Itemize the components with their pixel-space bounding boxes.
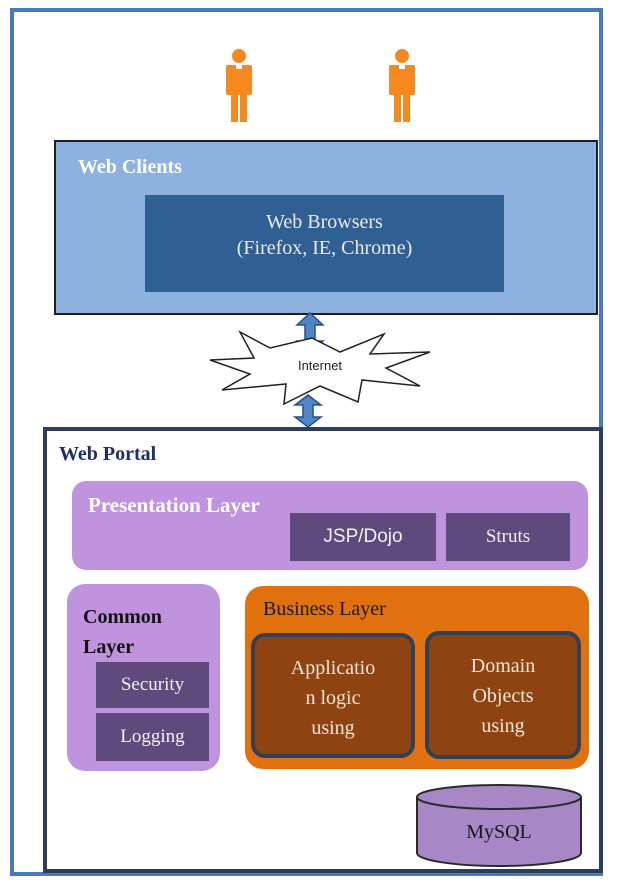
internet-burst-icon: [209, 330, 431, 406]
common-layer-title-line1: Common: [83, 606, 162, 628]
double-arrow-icon: [293, 394, 323, 428]
security-box: Security: [96, 662, 209, 708]
presentation-layer-title: Presentation Layer: [88, 493, 260, 517]
business-layer-title: Business Layer: [263, 598, 386, 620]
database-cylinder-icon: [416, 784, 582, 867]
application-logic-line1: Applicatio: [290, 657, 376, 679]
web-browsers-examples: (Firefox, IE, Chrome): [236, 237, 413, 259]
jsp-dojo-box: JSP/Dojo: [290, 513, 436, 561]
logging-box: Logging: [96, 713, 209, 761]
domain-objects-box: Domain Objects using: [425, 631, 581, 759]
common-layer-title: Common Layer: [83, 602, 162, 662]
business-layer: Business Layer Applicatio n logic using …: [245, 586, 589, 769]
application-logic-line3: using: [311, 717, 355, 739]
domain-objects-line1: Domain: [470, 655, 536, 677]
internet-label: Internet: [297, 358, 343, 373]
struts-box: Struts: [446, 513, 570, 561]
user-icon: [389, 49, 415, 122]
application-logic-box: Applicatio n logic using: [251, 633, 415, 758]
web-portal-box: Web Portal Presentation Layer JSP/Dojo S…: [43, 427, 603, 873]
web-clients-box: Web Clients Web Browsers (Firefox, IE, C…: [54, 140, 598, 315]
common-layer-title-line2: Layer: [83, 636, 135, 658]
web-browsers-box: Web Browsers (Firefox, IE, Chrome): [145, 195, 504, 292]
domain-objects-line3: using: [481, 715, 525, 737]
application-logic-line2: n logic: [305, 687, 361, 709]
web-clients-title: Web Clients: [78, 156, 182, 178]
web-portal-title: Web Portal: [59, 443, 157, 465]
web-browsers-label: Web Browsers: [266, 211, 383, 233]
domain-objects-line2: Objects: [472, 685, 534, 707]
user-icon: [226, 49, 252, 122]
presentation-layer: Presentation Layer JSP/Dojo Struts: [72, 481, 588, 570]
mysql-label: MySQL: [466, 821, 532, 843]
common-layer: Common Layer Security Logging: [67, 584, 220, 771]
